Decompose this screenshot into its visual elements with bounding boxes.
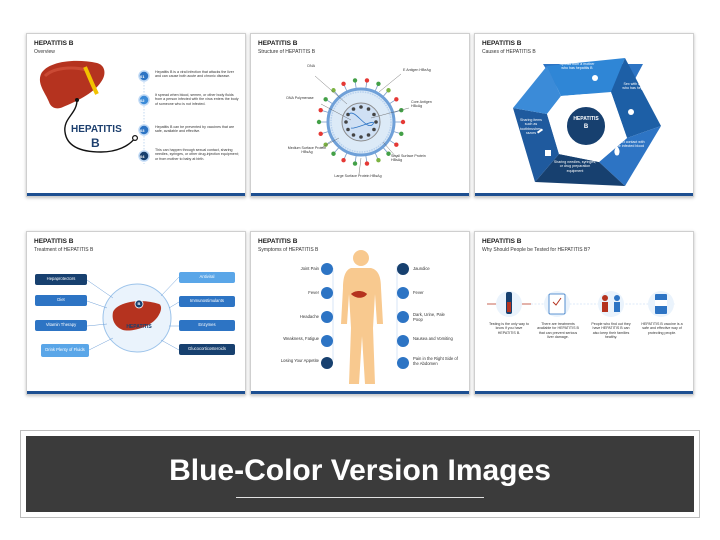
symptom-left: Weakness, Fatigue (283, 336, 319, 341)
symptom-right: Jaundice (413, 266, 430, 271)
why-tested-text: Testing is the only way to know if you h… (489, 322, 529, 335)
treatment-left-item: Hepaprotectors (35, 274, 87, 285)
treatment-center: HEPATITIS (126, 324, 152, 330)
bullet-num: 01 (140, 73, 145, 79)
slide-title: HEPATITIS B (482, 238, 522, 245)
body-figure (321, 250, 409, 384)
label-core-antigen: Core Antigen HBcAg (411, 100, 432, 109)
overview-text: It spread when blood, semen, or other bo… (155, 93, 239, 106)
symptom-left: Fever (308, 290, 319, 295)
symptom-left: Losing Your Appetite (280, 358, 319, 363)
slide-subtitle: Causes of HEPATITIS B (482, 49, 536, 55)
treatment-right-item: Immunostimulants (179, 296, 235, 307)
overview-text: Hepatitis B is a viral infection that at… (155, 70, 234, 79)
why-tested-icons (487, 291, 675, 317)
overview-bullets (138, 70, 150, 164)
overview-text: This can happen through sexual contact, … (155, 148, 239, 161)
bullet-num: 02 (140, 97, 145, 103)
slide-title: HEPATITIS B (258, 40, 298, 47)
causes-center-line2: B (583, 124, 589, 130)
treatment-left-item: Diet (35, 295, 87, 306)
version-banner: Blue-Color Version Images (20, 430, 700, 518)
liver-illustration (39, 60, 138, 153)
slide-causes[interactable]: HEPATITIS B Causes of HEPATITIS B HEPATI… (474, 33, 694, 197)
banner-title: Blue-Color Version Images (169, 454, 551, 487)
slide-subtitle: Structure of HEPATITIS B (258, 49, 316, 55)
treatment-center-badge: B (137, 301, 141, 306)
treatment-right-item: Glucocorticosteroids (179, 344, 235, 355)
treatment-right-item: Antiviral (179, 272, 235, 283)
label-dna-polymerase: DNA Polymerase (286, 96, 314, 100)
slide-symptoms[interactable]: HEPATITIS B Symptoms of HEPATITIS B Join… (250, 231, 470, 395)
slide-subtitle: Symptoms of HEPATITIS B (258, 247, 319, 253)
slide-title: HEPATITIS B (482, 40, 522, 47)
virus-diagram (314, 73, 410, 175)
logo-word-b: B (91, 136, 100, 150)
slide-why-tested[interactable]: HEPATITIS B Why Should People be Tested … (474, 231, 694, 395)
slide-title: HEPATITIS B (258, 238, 298, 245)
label-small-surface: Small Surface Protein HBsAg (391, 154, 426, 163)
symptom-right: Pain in the Right Side of the Abdomen (413, 356, 458, 366)
label-dna: DNA (307, 64, 315, 68)
cause-segment: Direct contact with the infected blood (615, 140, 645, 149)
slide-subtitle: Treatment of HEPATITIS B (34, 247, 94, 253)
label-e-antigen: E Antigen HBeAg (403, 68, 431, 72)
cause-segment: Sharing items such as toothbrushes, razo… (520, 118, 542, 135)
slide-subtitle: Why Should People be Tested for HEPATITI… (482, 247, 591, 253)
symptom-right: Dark, Urine, Pale Poop (413, 312, 445, 322)
why-tested-text: There are treatments available for HEPAT… (537, 322, 579, 339)
label-medium-surface: Medium Surface Protein HBsAg (287, 146, 327, 155)
bullet-num: 04 (140, 153, 145, 159)
slide-title: HEPATITIS B (34, 40, 74, 47)
banner-underline (236, 497, 484, 498)
symptom-left: Joint Pain (300, 266, 319, 271)
symptom-right: Fever (413, 290, 424, 295)
logo-word-hepatitis: HEPATITIS (71, 124, 122, 135)
causes-center-line1: HEPATITIS (573, 116, 599, 122)
treatment-left-item: Drink Plenty of Fluids (41, 344, 89, 357)
slide-overview[interactable]: HEPATITIS B Overview HEPATITIS B 01 02 0… (26, 33, 246, 197)
banner-panel: Blue-Color Version Images (26, 436, 694, 512)
cause-segment: Sex with a partner who has hepatitis B (622, 82, 654, 91)
symptom-right: Nausea and Vomiting (413, 336, 453, 341)
slide-title: HEPATITIS B (34, 238, 74, 245)
cause-segment: Spread from a mother who has hepatitis B (559, 62, 595, 71)
slide-treatment[interactable]: HEPATITIS B Treatment of HEPATITIS B B H… (26, 231, 246, 395)
slide-subtitle: Overview (34, 49, 55, 55)
cause-segment: Sharing needles, syringes, or drug prepa… (553, 160, 597, 173)
overview-text: Hepatitis B can be prevented by vaccines… (155, 125, 235, 134)
symptom-left: Headache (299, 314, 319, 319)
causes-pentagon (513, 58, 661, 186)
treatment-diagram (86, 276, 180, 353)
treatment-right-item: Enzymes (179, 320, 235, 331)
label-large-surface: Large Surface Protein HBsAg (334, 174, 382, 178)
bullet-num: 03 (140, 127, 145, 133)
why-tested-text: HEPATITIS B vaccine is a safe and effect… (641, 322, 683, 335)
why-tested-text: People who find out they have HEPATITIS … (591, 322, 631, 339)
slide-structure[interactable]: HEPATITIS B Structure of HEPATITIS B DNA… (250, 33, 470, 197)
treatment-left-item: Vitamin Therapy (35, 320, 87, 331)
